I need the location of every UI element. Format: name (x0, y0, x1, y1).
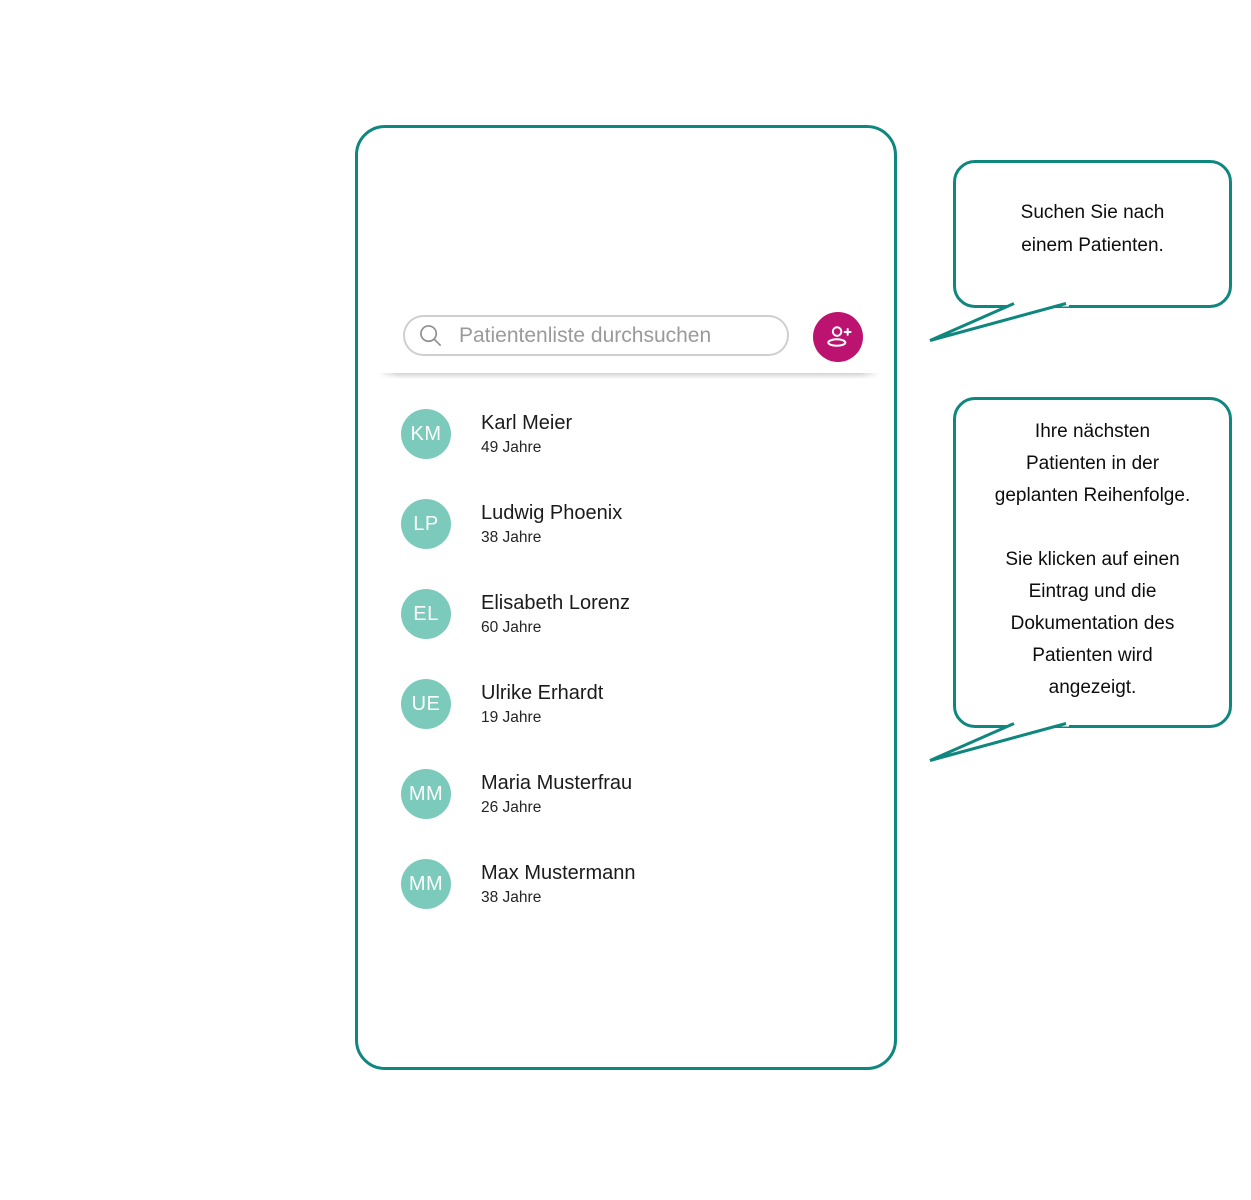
callout-line: Suchen Sie nach (1020, 202, 1165, 223)
patient-age: 19 Jahre (481, 709, 542, 726)
callout-line: geplanten Reihenfolge. (994, 485, 1191, 506)
patient-age: 38 Jahre (481, 889, 542, 906)
search-input[interactable] (403, 315, 789, 356)
search-row (358, 312, 894, 362)
patient-info: Ulrike Erhardt 19 Jahre (481, 680, 603, 728)
patient-name: Maria Musterfrau (481, 772, 633, 794)
avatar-initials: MM (408, 782, 444, 805)
callout-tail (929, 301, 1069, 342)
avatar-initials: LP (413, 512, 439, 535)
patient-row[interactable]: MM Maria Musterfrau 26 Jahre (401, 769, 636, 819)
avatar-initials: UE (411, 692, 441, 715)
callout-line: Dokumentation des (1010, 613, 1175, 634)
search-divider (378, 373, 880, 379)
callout-search-hint: Suchen Sie nach einem Patienten. (929, 160, 1232, 342)
patient-name: Ulrike Erhardt (481, 682, 604, 704)
callout-line: Patienten in der (1025, 453, 1160, 474)
patient-age: 26 Jahre (481, 799, 542, 816)
patient-row[interactable]: UE Ulrike Erhardt 19 Jahre (401, 679, 636, 729)
patient-age: 60 Jahre (481, 619, 542, 636)
avatar: UE (401, 679, 451, 729)
patient-age: 38 Jahre (481, 529, 542, 546)
patient-info: Maria Musterfrau 26 Jahre (481, 770, 632, 818)
avatar-initials: MM (408, 872, 444, 895)
avatar: MM (401, 769, 451, 819)
callout-line: Patienten wird (1032, 645, 1153, 666)
callout-line: Eintrag und die (1028, 581, 1157, 602)
patient-list-panel: KM Karl Meier 49 Jahre LP Ludwig Phoenix… (355, 125, 897, 1070)
patient-row[interactable]: EL Elisabeth Lorenz 60 Jahre (401, 589, 636, 639)
patient-info: Max Mustermann 38 Jahre (481, 860, 636, 908)
patient-info: Elisabeth Lorenz 60 Jahre (481, 590, 630, 638)
callout-line: angezeigt. (1048, 677, 1137, 698)
patient-info: Ludwig Phoenix 38 Jahre (481, 500, 622, 548)
callout-line: Ihre nächsten (1034, 421, 1151, 442)
patient-age: 49 Jahre (481, 439, 542, 456)
avatar: LP (401, 499, 451, 549)
avatar: EL (401, 589, 451, 639)
avatar: KM (401, 409, 451, 459)
patient-name: Ludwig Phoenix (481, 502, 623, 524)
avatar-initials: EL (413, 602, 439, 625)
patient-name: Karl Meier (481, 412, 573, 434)
callout-tail (929, 721, 1069, 762)
callout-paragraph: Ihre nächsten Patienten in der geplanten… (956, 416, 1229, 512)
patient-row[interactable]: KM Karl Meier 49 Jahre (401, 409, 636, 459)
patient-name: Max Mustermann (481, 862, 636, 884)
patient-info: Karl Meier 49 Jahre (481, 410, 572, 458)
callout-paragraph: Sie klicken auf einen Eintrag und die Do… (956, 544, 1229, 704)
avatar-initials: KM (410, 422, 442, 445)
callout-list-hint: Ihre nächsten Patienten in der geplanten… (929, 397, 1232, 762)
search-field (403, 315, 789, 356)
avatar: MM (401, 859, 451, 909)
patient-row[interactable]: LP Ludwig Phoenix 38 Jahre (401, 499, 636, 549)
person-add-icon (823, 322, 854, 353)
add-patient-button[interactable] (813, 312, 863, 362)
patient-row[interactable]: MM Max Mustermann 38 Jahre (401, 859, 636, 909)
patient-list: KM Karl Meier 49 Jahre LP Ludwig Phoenix… (401, 409, 636, 909)
patient-name: Elisabeth Lorenz (481, 592, 630, 614)
callout-line: Sie klicken auf einen (1005, 549, 1180, 570)
callout-line: einem Patienten. (1021, 235, 1164, 256)
